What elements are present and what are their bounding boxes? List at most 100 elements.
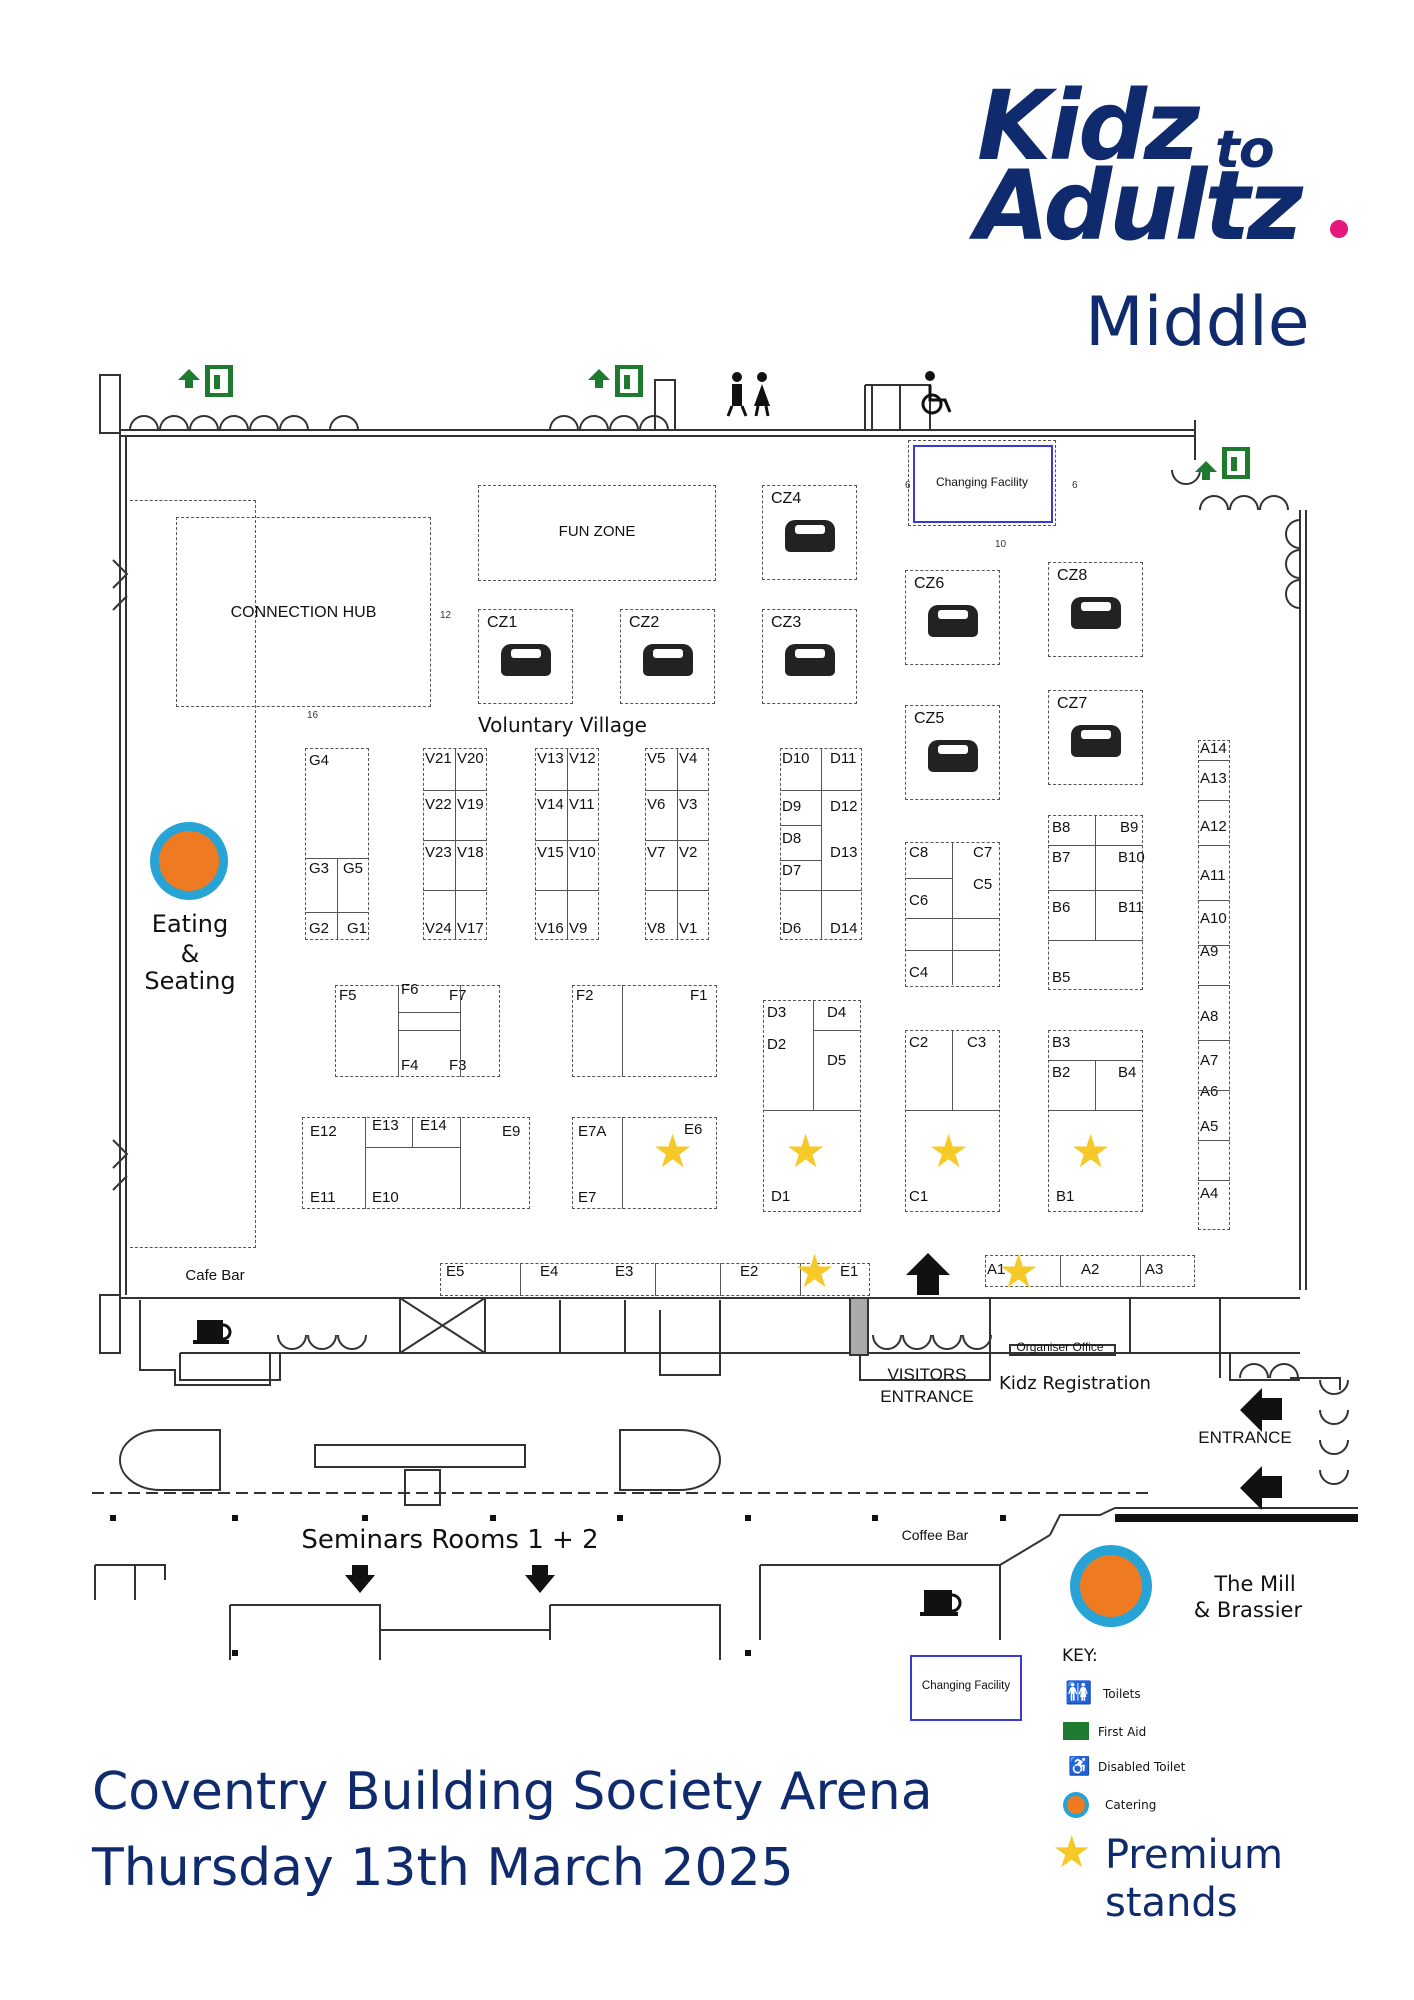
stand-v19[interactable]: V19 (457, 796, 484, 813)
stand-e7[interactable]: E7 (578, 1189, 597, 1206)
stand-f5[interactable]: F5 (339, 987, 357, 1004)
stand-d8[interactable]: D8 (782, 830, 802, 847)
stand-e2[interactable]: E2 (740, 1263, 759, 1280)
stand-e1[interactable]: E1 (840, 1263, 859, 1280)
car-zone-cz8[interactable]: CZ8 (1048, 562, 1143, 657)
stand-c4[interactable]: C4 (909, 964, 929, 981)
stand-f3[interactable]: F3 (449, 1057, 467, 1074)
stand-e9[interactable]: E9 (502, 1123, 521, 1140)
stand-c6[interactable]: C6 (909, 892, 929, 909)
connection-hub[interactable]: CONNECTION HUB (176, 517, 431, 707)
stand-v18[interactable]: V18 (457, 844, 484, 861)
stand-b9[interactable]: B9 (1120, 819, 1139, 836)
stand-e7a[interactable]: E7A (578, 1123, 607, 1140)
stand-a13[interactable]: A13 (1200, 770, 1227, 787)
stand-b10[interactable]: B10 (1118, 849, 1145, 866)
stand-d13[interactable]: D13 (830, 844, 858, 861)
stand-c8[interactable]: C8 (909, 844, 929, 861)
stand-a10[interactable]: A10 (1200, 910, 1227, 927)
stand-v1[interactable]: V1 (679, 920, 698, 937)
car-zone-cz6[interactable]: CZ6 (905, 570, 1000, 665)
stand-v6[interactable]: V6 (647, 796, 666, 813)
stand-b8[interactable]: B8 (1052, 819, 1071, 836)
stand-d5[interactable]: D5 (827, 1052, 847, 1069)
stand-a7[interactable]: A7 (1200, 1052, 1219, 1069)
car-zone-cz7[interactable]: CZ7 (1048, 690, 1143, 785)
stand-g2[interactable]: G2 (309, 920, 330, 937)
stand-d2[interactable]: D2 (767, 1036, 787, 1053)
stand-a3[interactable]: A3 (1145, 1261, 1164, 1278)
stand-e13[interactable]: E13 (372, 1117, 399, 1134)
car-zone-cz4[interactable]: CZ4 (762, 485, 857, 580)
stand-b1[interactable]: B1 (1056, 1188, 1075, 1205)
stand-v20[interactable]: V20 (457, 750, 484, 767)
stand-a6[interactable]: A6 (1200, 1083, 1219, 1100)
stand-d12[interactable]: D12 (830, 798, 858, 815)
stand-d1[interactable]: D1 (771, 1188, 791, 1205)
stand-v4[interactable]: V4 (679, 750, 698, 767)
stand-f4[interactable]: F4 (401, 1057, 419, 1074)
stand-e12[interactable]: E12 (310, 1123, 337, 1140)
stand-a5[interactable]: A5 (1200, 1118, 1219, 1135)
stand-v13[interactable]: V13 (537, 750, 564, 767)
stand-b11[interactable]: B11 (1118, 899, 1144, 916)
stand-e5[interactable]: E5 (446, 1263, 465, 1280)
stand-v11[interactable]: V11 (569, 796, 595, 813)
stand-f2[interactable]: F2 (576, 987, 594, 1004)
stand-b3[interactable]: B3 (1052, 1034, 1071, 1051)
stand-g5[interactable]: G5 (343, 860, 364, 877)
stand-a8[interactable]: A8 (1200, 1008, 1219, 1025)
stand-c3[interactable]: C3 (967, 1034, 987, 1051)
eating-seating-area[interactable] (130, 500, 256, 1248)
stand-b5[interactable]: B5 (1052, 969, 1071, 986)
car-zone-cz3[interactable]: CZ3 (762, 609, 857, 704)
stand-d10[interactable]: D10 (782, 750, 810, 767)
stand-v17[interactable]: V17 (457, 920, 484, 937)
car-zone-cz2[interactable]: CZ2 (620, 609, 715, 704)
stand-d6[interactable]: D6 (782, 920, 802, 937)
stand-f7[interactable]: F7 (449, 987, 467, 1004)
stand-v2[interactable]: V2 (679, 844, 698, 861)
stand-e14[interactable]: E14 (420, 1117, 447, 1134)
stand-e4[interactable]: E4 (540, 1263, 559, 1280)
stand-a11[interactable]: A11 (1200, 867, 1226, 884)
stand-v3[interactable]: V3 (679, 796, 698, 813)
stand-c2[interactable]: C2 (909, 1034, 929, 1051)
changing-facility[interactable]: Changing Facility (908, 440, 1056, 526)
stand-v10[interactable]: V10 (569, 844, 596, 861)
stand-v5[interactable]: V5 (647, 750, 666, 767)
stand-e6[interactable]: E6 (684, 1121, 703, 1138)
stand-b7[interactable]: B7 (1052, 849, 1071, 866)
stand-v12[interactable]: V12 (569, 750, 596, 767)
stand-d11[interactable]: D11 (830, 750, 857, 767)
stand-f6[interactable]: F6 (401, 981, 419, 998)
stand-d3[interactable]: D3 (767, 1004, 787, 1021)
stand-a2[interactable]: A2 (1081, 1261, 1100, 1278)
stand-e3[interactable]: E3 (615, 1263, 634, 1280)
stand-c5[interactable]: C5 (973, 876, 993, 893)
stand-v23[interactable]: V23 (425, 844, 452, 861)
car-zone-cz1[interactable]: CZ1 (478, 609, 573, 704)
fun-zone[interactable]: FUN ZONE (478, 485, 716, 581)
stand-d9[interactable]: D9 (782, 798, 802, 815)
stand-c7[interactable]: C7 (973, 844, 993, 861)
stand-a14[interactable]: A14 (1200, 740, 1227, 757)
stand-v21[interactable]: V21 (425, 750, 452, 767)
stand-b6[interactable]: B6 (1052, 899, 1071, 916)
stand-v15[interactable]: V15 (537, 844, 564, 861)
stand-v16[interactable]: V16 (537, 920, 564, 937)
stand-b2[interactable]: B2 (1052, 1064, 1071, 1081)
stand-c1[interactable]: C1 (909, 1188, 929, 1205)
stand-e11[interactable]: E11 (310, 1189, 336, 1206)
stand-f1[interactable]: F1 (690, 987, 708, 1004)
stand-g1[interactable]: G1 (347, 920, 368, 937)
stand-v14[interactable]: V14 (537, 796, 564, 813)
car-zone-cz5[interactable]: CZ5 (905, 705, 1000, 800)
stand-a9[interactable]: A9 (1200, 943, 1219, 960)
stand-g3[interactable]: G3 (309, 860, 330, 877)
stand-b4[interactable]: B4 (1118, 1064, 1137, 1081)
stand-d4[interactable]: D4 (827, 1004, 847, 1021)
stand-a1[interactable]: A1 (987, 1261, 1006, 1278)
stand-e10[interactable]: E10 (372, 1189, 399, 1206)
stand-v7[interactable]: V7 (647, 844, 666, 861)
